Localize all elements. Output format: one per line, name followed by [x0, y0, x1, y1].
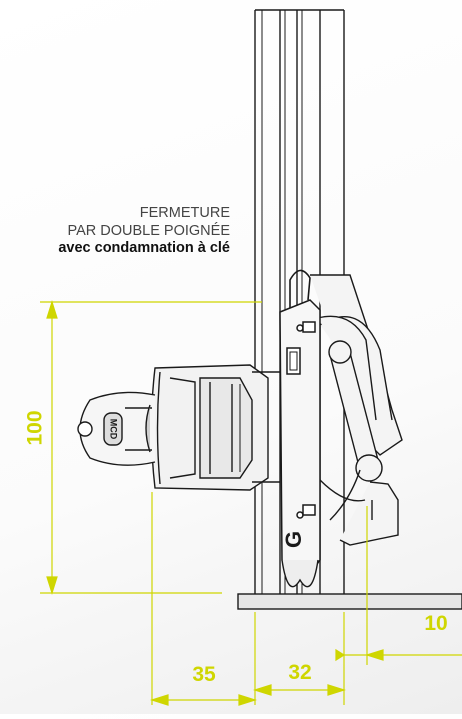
top-hook: [289, 269, 311, 308]
sill: [237, 593, 462, 610]
right-hardware: [310, 274, 403, 546]
dimension-lines: [40, 299, 462, 706]
key-label: MCD: [109, 419, 119, 440]
main-plate: G: [279, 299, 321, 576]
svg-text:G: G: [281, 531, 306, 548]
dimension-100-label: 100: [24, 410, 47, 445]
key-head: [77, 391, 156, 466]
bottom-loop: [281, 559, 319, 588]
caption-line-3: avec condamnation à clé: [58, 240, 230, 256]
dimension-10-label: 10: [424, 612, 447, 635]
caption-line-1: FERMETURE: [139, 205, 230, 221]
handle: [150, 364, 280, 491]
dimension-35-label: 35: [192, 663, 216, 686]
dimension-32-label: 32: [288, 661, 311, 684]
caption: FERMETURE PAR DOUBLE POIGNÉE avec condam…: [0, 205, 230, 258]
caption-line-2: PAR DOUBLE POIGNÉE: [67, 222, 231, 239]
